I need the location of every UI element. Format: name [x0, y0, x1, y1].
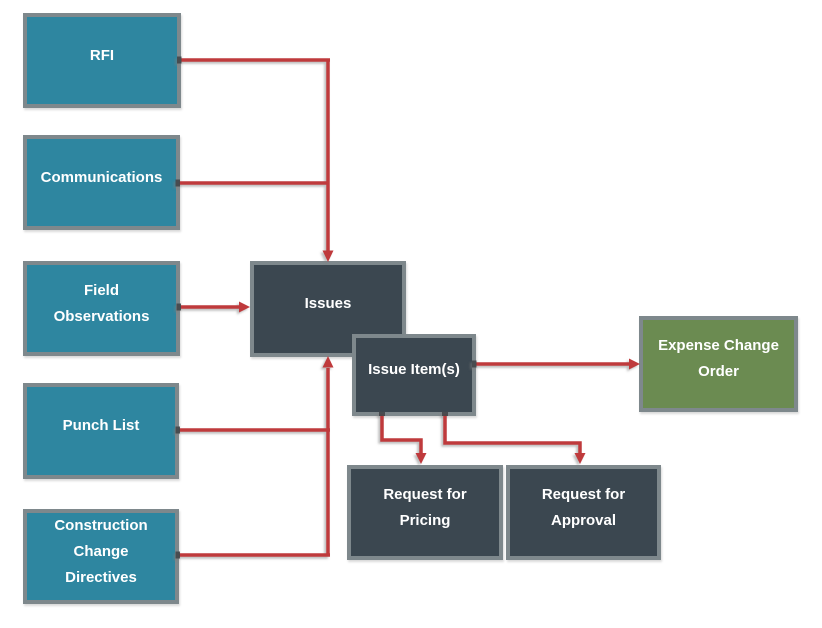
connector-request-for-pricing-arrowhead	[415, 453, 427, 464]
node-request-for-approval[interactable]: Request for Approval	[506, 465, 661, 560]
node-request-for-approval-label: Request for Approval	[541, 485, 626, 529]
node-punch-list[interactable]: Punch List	[23, 383, 179, 479]
connector-issues-left-arrowhead	[239, 301, 250, 313]
node-communications-label: Communications	[40, 168, 163, 186]
node-communications[interactable]: Communications	[23, 135, 180, 230]
connector-issues-bottom-arrowhead	[322, 356, 334, 368]
node-expense-change-order[interactable]: Expense Change Order	[639, 316, 798, 412]
node-rfi-label: RFI	[89, 46, 115, 64]
connector-issue-items-to-request-for-approval	[443, 414, 582, 456]
node-construction-change-directives[interactable]: Construction Change Directives	[23, 509, 179, 604]
node-expense-change-order-label: Expense Change Order	[658, 337, 779, 380]
connector-issue-items-to-request-for-pricing	[380, 414, 423, 456]
node-issues[interactable]: Issues	[250, 261, 406, 357]
node-request-for-pricing-label: Request for Pricing	[383, 485, 467, 529]
node-field-observations-label: Field Observations	[53, 281, 150, 325]
connector-request-for-approval-arrowhead	[574, 453, 586, 464]
node-issues-label: Issues	[304, 295, 352, 312]
node-punch-list-label: Punch List	[62, 417, 140, 434]
node-issue-items-label: Issue Item(s)	[368, 361, 460, 378]
node-request-for-pricing[interactable]: Request for Pricing	[347, 465, 503, 560]
node-construction-change-directives-label: Construction Change Directives	[54, 516, 148, 586]
node-issue-items[interactable]: Issue Item(s)	[352, 334, 476, 416]
node-rfi[interactable]: RFI	[23, 13, 181, 108]
node-field-observations[interactable]: Field Observations	[23, 261, 180, 356]
